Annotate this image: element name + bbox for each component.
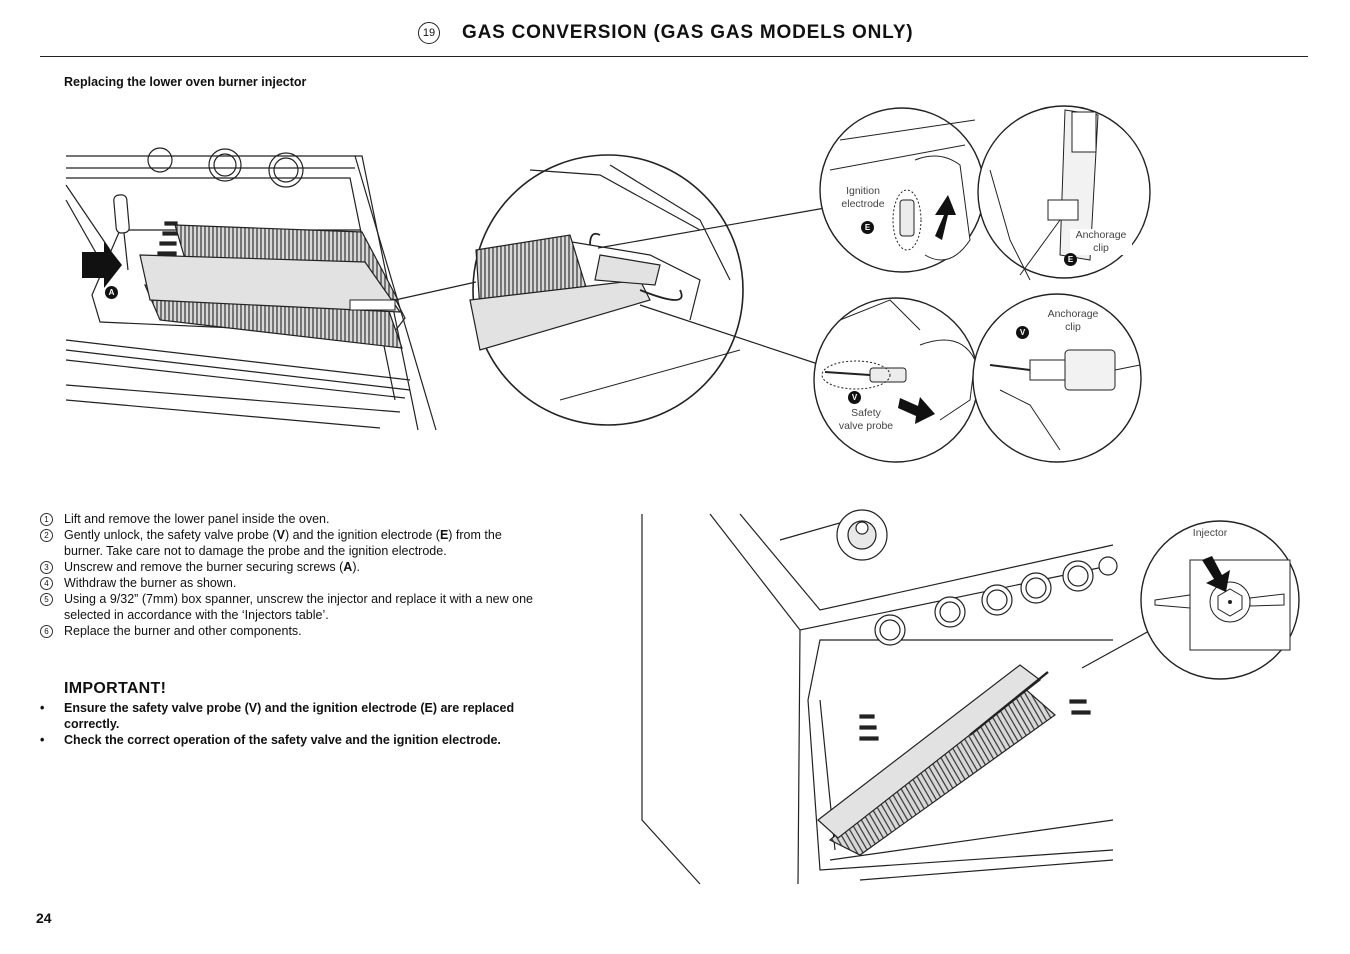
burner-assembly-left (139, 224, 403, 349)
step-number: 3 (40, 561, 53, 574)
label-anchorage-clip-bottom: Anchorage clip (1047, 308, 1099, 333)
ignition-electrode-detail (819, 107, 985, 273)
safety-valve-probe-detail (813, 297, 979, 463)
label-ignition-electrode: Ignition electrode (841, 185, 885, 210)
page-header: 19 GAS CONVERSION (GAS GAS MODELS ONLY) (40, 18, 1308, 57)
step-number: 4 (40, 577, 53, 590)
important-item: • Check the correct operation of the saf… (40, 733, 501, 747)
step-item: 4 Withdraw the burner as shown. (40, 575, 540, 591)
bullet: • (40, 733, 45, 747)
section-subheading: Replacing the lower oven burner injector (64, 75, 307, 89)
step-item: 5 Using a 9/32” (7mm) box spanner, unscr… (40, 591, 540, 623)
range-front-drawing (641, 509, 1118, 885)
burner-detail-circle (469, 154, 744, 426)
label-injector: Injector (1192, 527, 1228, 539)
bullet: • (40, 701, 45, 715)
important-item: • Ensure the safety valve probe (V) and … (40, 701, 515, 731)
step-item: 6 Replace the burner and other component… (40, 623, 540, 639)
page-title: GAS CONVERSION (GAS GAS MODELS ONLY) (462, 22, 914, 43)
step-item: 1 Lift and remove the lower panel inside… (40, 511, 540, 527)
step-number: 6 (40, 625, 53, 638)
callout-A: A (105, 286, 118, 299)
section-number-badge: 19 (418, 22, 440, 44)
step-number: 1 (40, 513, 53, 526)
insert-arrow-left (82, 242, 122, 288)
instruction-steps: 1 Lift and remove the lower panel inside… (40, 511, 540, 639)
important-list: • Ensure the safety valve probe (V) and … (40, 700, 520, 748)
anchorage-clip-detail-bottom (972, 293, 1142, 463)
screwdriver (113, 194, 130, 271)
label-safety-valve-probe: Safety valve probe (838, 407, 894, 432)
important-heading: IMPORTANT! (64, 680, 167, 697)
callout-E-clip: E (1064, 253, 1077, 266)
callout-E-electrode: E (861, 221, 874, 234)
injector-detail (1081, 520, 1300, 680)
step-item: 3 Unscrew and remove the burner securing… (40, 559, 540, 575)
page-number: 24 (36, 910, 52, 926)
step-number: 2 (40, 529, 53, 542)
label-anchorage-clip-top: Anchorage clip (1070, 229, 1132, 255)
callout-V-probe: V (848, 391, 861, 404)
step-item: 2 Gently unlock, the safety valve probe … (40, 527, 540, 559)
step-number: 5 (40, 593, 53, 606)
oven-interior-drawing (65, 147, 437, 431)
callout-V-clip: V (1016, 326, 1029, 339)
withdrawn-burner (817, 664, 1056, 856)
